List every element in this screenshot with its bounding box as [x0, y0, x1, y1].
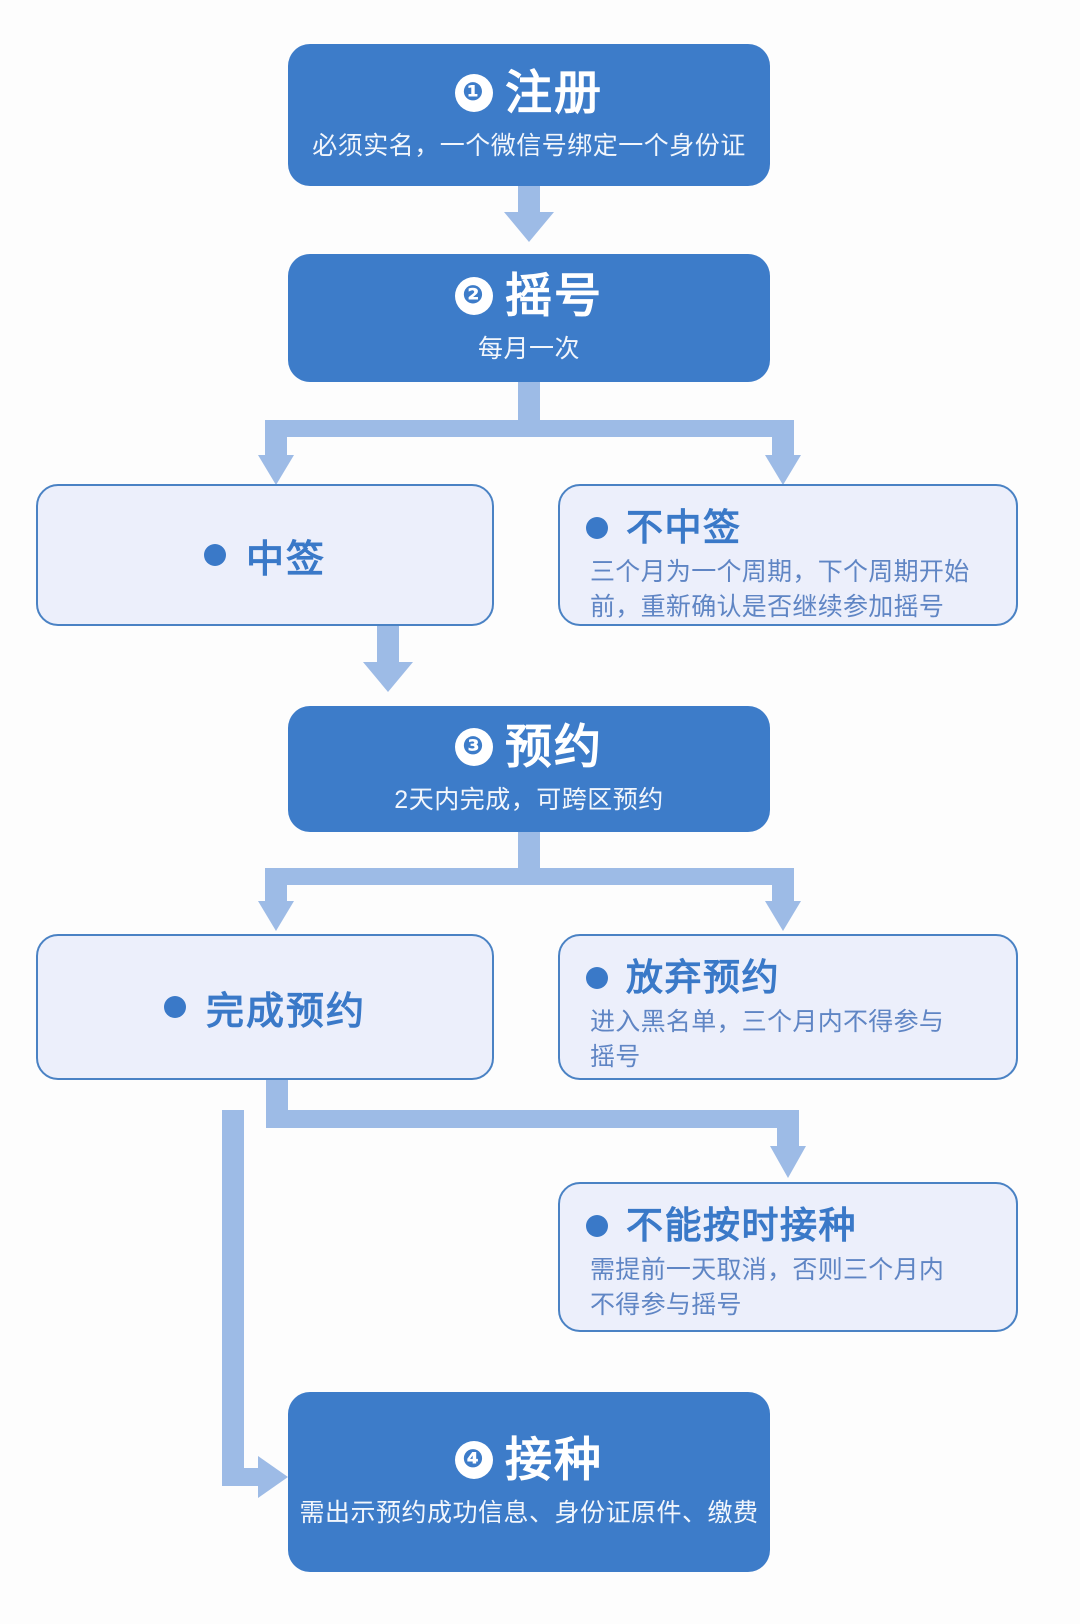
node-buzhongqian-not-selected[interactable]: 不中签 三个月为一个周期，下个周期开始 前，重新确认是否继续参加摇号 [558, 484, 1018, 626]
split-step2-to-branches [258, 382, 801, 485]
elbow-fangqiyuyue-to-bunenganshi [266, 1080, 806, 1178]
buzhongqian-heading-row: 不中签 [586, 507, 990, 549]
buzhongqian-body: 三个月为一个周期，下个周期开始 前，重新确认是否继续参加摇号 [590, 555, 990, 626]
bullet-dot-icon [586, 967, 608, 990]
step4-title: 接种 [505, 1432, 603, 1486]
wancheng-heading-row: 完成预约 [163, 980, 366, 1035]
node-wancheng-yuyue-completed[interactable]: 完成预约 [36, 934, 494, 1080]
step4-title-row: ❹ 接种 [455, 1432, 603, 1486]
buzhongqian-title: 不中签 [626, 507, 742, 548]
fangqi-body-line1: 进入黑名单，三个月内不得参与 [590, 1007, 945, 1036]
step-number-2-icon: ❷ [455, 276, 493, 315]
step2-title: 摇号 [505, 268, 603, 322]
buneng-body-line1: 需提前一天取消，否则三个月内 [590, 1255, 945, 1284]
step2-title-row: ❷ 摇号 [455, 268, 603, 322]
zhongqian-heading-row: 中签 [203, 528, 326, 583]
fangqi-body: 进入黑名单，三个月内不得参与 摇号 [590, 1005, 990, 1076]
step-number-1-icon: ❶ [455, 73, 493, 112]
step2-subtitle: 每月一次 [477, 335, 580, 364]
step1-title-row: ❶ 注册 [455, 65, 603, 119]
bullet-dot-icon [586, 517, 608, 540]
fangqi-title: 放弃预约 [626, 957, 780, 998]
bullet-dot-icon [203, 544, 226, 566]
node-step4-vaccination[interactable]: ❹ 接种 需出示预约成功信息、身份证原件、缴费 [288, 1392, 770, 1572]
wancheng-title: 完成预约 [205, 990, 366, 1033]
node-zhongqian-selected[interactable]: 中签 [36, 484, 494, 626]
zhongqian-title: 中签 [245, 538, 326, 581]
step3-title-row: ❸ 预约 [455, 719, 603, 773]
buneng-body: 需提前一天取消，否则三个月内 不得参与摇号 [590, 1253, 990, 1324]
buneng-heading-row: 不能按时接种 [586, 1205, 990, 1247]
bullet-dot-icon [586, 1215, 608, 1238]
node-step3-appointment[interactable]: ❸ 预约 2天内完成，可跨区预约 [288, 706, 770, 832]
node-step2-lottery[interactable]: ❷ 摇号 每月一次 [288, 254, 770, 382]
step-number-4-icon: ❹ [455, 1440, 493, 1479]
split-step3-to-branches [258, 832, 801, 931]
step1-title: 注册 [505, 65, 603, 119]
step1-subtitle: 必须实名，一个微信号绑定一个身份证 [312, 132, 746, 161]
step3-title: 预约 [505, 719, 603, 773]
fangqi-heading-row: 放弃预约 [586, 957, 990, 999]
buneng-body-line2: 不得参与摇号 [590, 1291, 742, 1320]
node-step1-register[interactable]: ❶ 注册 必须实名，一个微信号绑定一个身份证 [288, 44, 770, 186]
buneng-title: 不能按时接种 [626, 1205, 857, 1246]
arrow-zhongqian-to-step3 [363, 626, 413, 692]
step4-subtitle: 需出示预约成功信息、身份证原件、缴费 [299, 1499, 759, 1528]
buzhongqian-body-line1: 三个月为一个周期，下个周期开始 [590, 557, 970, 586]
fangqi-body-line2: 摇号 [590, 1043, 641, 1072]
bullet-dot-icon [163, 996, 186, 1018]
buzhongqian-body-line2: 前，重新确认是否继续参加摇号 [590, 593, 945, 622]
step-number-3-icon: ❸ [455, 727, 493, 766]
elbow-wanchengyuyue-to-step4 [222, 1110, 288, 1498]
node-fangqi-yuyue-abandoned[interactable]: 放弃预约 进入黑名单，三个月内不得参与 摇号 [558, 934, 1018, 1080]
arrow-step1-to-step2 [504, 186, 554, 242]
node-buneng-anshi-jiezhong-missed[interactable]: 不能按时接种 需提前一天取消，否则三个月内 不得参与摇号 [558, 1182, 1018, 1332]
step3-subtitle: 2天内完成，可跨区预约 [394, 786, 664, 815]
